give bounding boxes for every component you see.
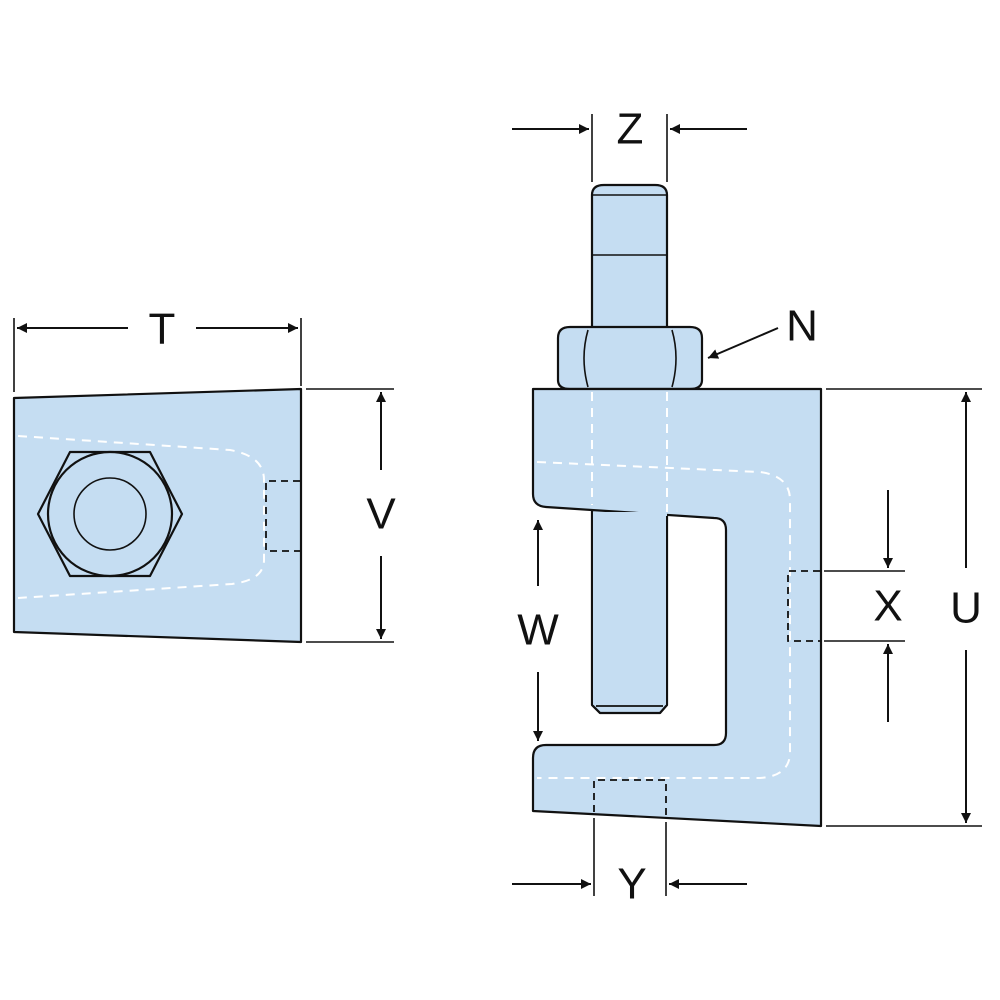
label-t: T bbox=[149, 305, 176, 354]
side-view bbox=[531, 183, 823, 828]
label-v: V bbox=[366, 490, 396, 539]
label-u: U bbox=[950, 584, 982, 633]
dimension-w: W bbox=[517, 520, 559, 741]
rod-end-circle bbox=[73, 477, 147, 551]
end-view-hidden-slot bbox=[265, 480, 300, 552]
label-n: N bbox=[786, 302, 818, 351]
dimension-z: Z bbox=[512, 105, 747, 182]
dimension-t: T bbox=[13, 305, 302, 392]
label-w: W bbox=[517, 606, 559, 655]
label-z: Z bbox=[617, 105, 644, 154]
rod-through-opening bbox=[592, 512, 667, 705]
dimension-u: U bbox=[826, 388, 982, 827]
label-y: Y bbox=[617, 860, 646, 909]
dimension-x: X bbox=[824, 490, 905, 722]
dimension-v: V bbox=[306, 388, 396, 643]
dimension-n: N bbox=[707, 302, 818, 359]
nut-washer-circle bbox=[46, 450, 174, 578]
hidden-slot-x bbox=[787, 570, 820, 642]
end-view bbox=[12, 387, 303, 644]
clamp-hidden-outline bbox=[536, 461, 791, 779]
end-view-hidden-outline bbox=[17, 435, 265, 599]
hex-nut-side bbox=[556, 325, 704, 391]
clamp-body bbox=[531, 387, 823, 828]
hidden-slot-y bbox=[593, 779, 667, 816]
dimension-y: Y bbox=[512, 818, 747, 909]
label-x: X bbox=[873, 582, 902, 631]
